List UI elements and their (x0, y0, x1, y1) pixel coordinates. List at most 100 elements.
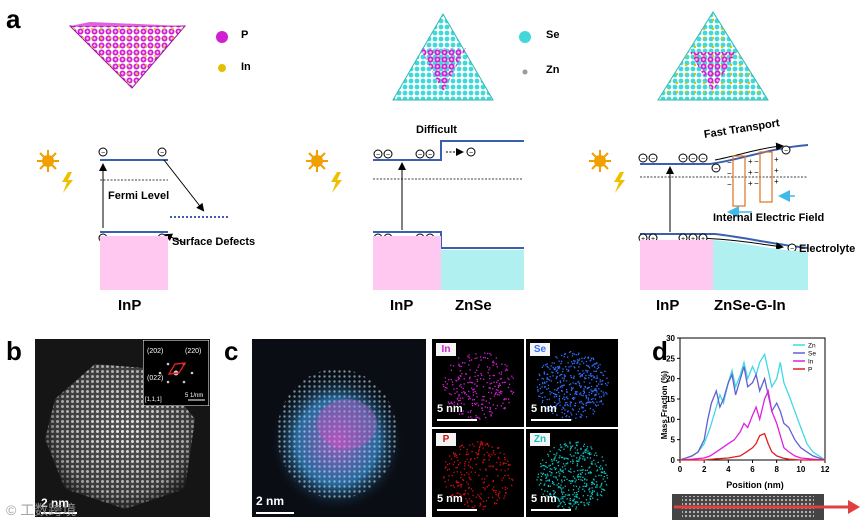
eds-signal-dot (592, 390, 594, 393)
eds-signal-dot (587, 452, 589, 454)
eds-signal-dot (572, 397, 575, 399)
eds-signal-dot (497, 386, 500, 388)
eds-signal-dot (540, 475, 543, 477)
eds-signal-dot (450, 458, 453, 460)
eds-signal-dot (488, 465, 490, 467)
eds-signal-dot (480, 498, 482, 500)
eds-signal-dot (499, 491, 501, 493)
panel-a-schematic: − − + + − − − − − + + + (37, 11, 809, 290)
eds-signal-dot (558, 391, 560, 394)
eds-signal-dot (468, 396, 471, 398)
eds-signal-dot (501, 479, 503, 481)
eds-signal-dot (577, 490, 580, 492)
line-scan-strip (672, 494, 860, 520)
eds-signal-dot (542, 365, 545, 367)
eds-signal-dot (571, 361, 573, 363)
eds-signal-dot (562, 471, 565, 473)
eds-signal-dot (475, 452, 477, 454)
eds-signal-dot (545, 480, 547, 482)
eds-signal-dot (557, 486, 560, 489)
eds-signal-dot (464, 392, 466, 394)
eds-signal-dot (456, 480, 458, 482)
eds-signal-dot (486, 475, 488, 477)
eds-signal-dot (537, 379, 539, 381)
eds-signal-dot (562, 496, 564, 498)
eds-map-se-scale-bar (531, 419, 571, 421)
eds-signal-dot (506, 369, 509, 371)
eds-map-p-scale-bar (437, 509, 477, 511)
eds-signal-dot (557, 372, 559, 374)
eds-signal-dot (564, 353, 566, 355)
eds-signal-dot (599, 379, 601, 381)
eds-signal-dot (567, 470, 570, 472)
eds-signal-dot (478, 495, 480, 497)
eds-signal-dot (552, 366, 554, 369)
eds-signal-dot (563, 407, 565, 409)
eds-signal-dot (567, 398, 569, 400)
eds-signal-dot (459, 370, 461, 372)
eds-signal-dot (590, 453, 592, 455)
eds-signal-dot (555, 454, 557, 456)
eds-signal-dot (585, 402, 587, 404)
eds-signal-dot (496, 469, 498, 471)
eds-signal-dot (464, 392, 466, 395)
eds-signal-dot (496, 404, 498, 407)
eds-signal-dot (596, 498, 599, 501)
eds-signal-dot (559, 386, 561, 388)
eds-signal-dot (589, 491, 591, 493)
eds-signal-dot (487, 372, 489, 374)
eds-signal-dot (600, 371, 602, 373)
eds-signal-dot (493, 362, 495, 364)
eds-signal-dot (552, 407, 554, 409)
eds-signal-dot (564, 503, 566, 505)
eds-signal-dot (444, 381, 447, 383)
eds-signal-dot (549, 485, 552, 487)
eds-signal-dot (566, 457, 568, 460)
eds-signal-dot (551, 362, 553, 364)
eds-signal-dot (543, 373, 546, 375)
eds-signal-dot (590, 359, 592, 361)
eds-signal-dot (489, 377, 491, 380)
eds-signal-dot (554, 468, 556, 471)
eds-map-se-scale: 5 nm (531, 403, 557, 415)
eds-signal-dot (570, 402, 572, 404)
eds-signal-dot (551, 472, 553, 474)
eds-signal-dot (458, 363, 460, 365)
eds-signal-dot (545, 477, 547, 479)
eds-signal-dot (580, 392, 582, 394)
eds-signal-dot (457, 485, 459, 487)
svg-text:+: + (748, 157, 753, 166)
eds-signal-dot (581, 501, 583, 503)
eds-signal-dot (507, 386, 510, 389)
eds-signal-dot (577, 452, 579, 454)
panel-c-scale-bar (256, 512, 294, 514)
eds-signal-dot (546, 408, 548, 410)
eds-signal-dot (578, 476, 580, 478)
svg-text:+: + (691, 236, 695, 243)
eds-signal-dot (546, 363, 548, 365)
eds-signal-dot (506, 365, 508, 367)
eds-signal-dot (443, 477, 445, 479)
eds-signal-dot (497, 456, 500, 458)
eds-map-p: P 5 nm (432, 429, 524, 517)
eds-signal-dot (499, 378, 501, 380)
eds-signal-dot (564, 375, 567, 377)
eds-signal-dot (476, 369, 478, 371)
eds-signal-dot (556, 357, 558, 359)
eds-signal-dot (578, 352, 580, 354)
eds-signal-dot (545, 461, 547, 464)
eds-signal-dot (460, 495, 462, 497)
eds-signal-dot (464, 465, 466, 467)
eds-signal-dot (462, 387, 464, 390)
eds-signal-dot (500, 371, 503, 373)
eds-signal-dot (478, 447, 481, 449)
eds-signal-dot (597, 461, 599, 463)
eds-signal-dot (584, 410, 586, 412)
eds-signal-dot (456, 471, 458, 473)
eds-signal-dot (582, 495, 584, 497)
eds-signal-dot (469, 444, 471, 446)
eds-signal-dot (508, 383, 511, 385)
eds-signal-dot (484, 478, 486, 480)
eds-signal-dot (467, 483, 469, 485)
eds-signal-dot (455, 480, 457, 483)
